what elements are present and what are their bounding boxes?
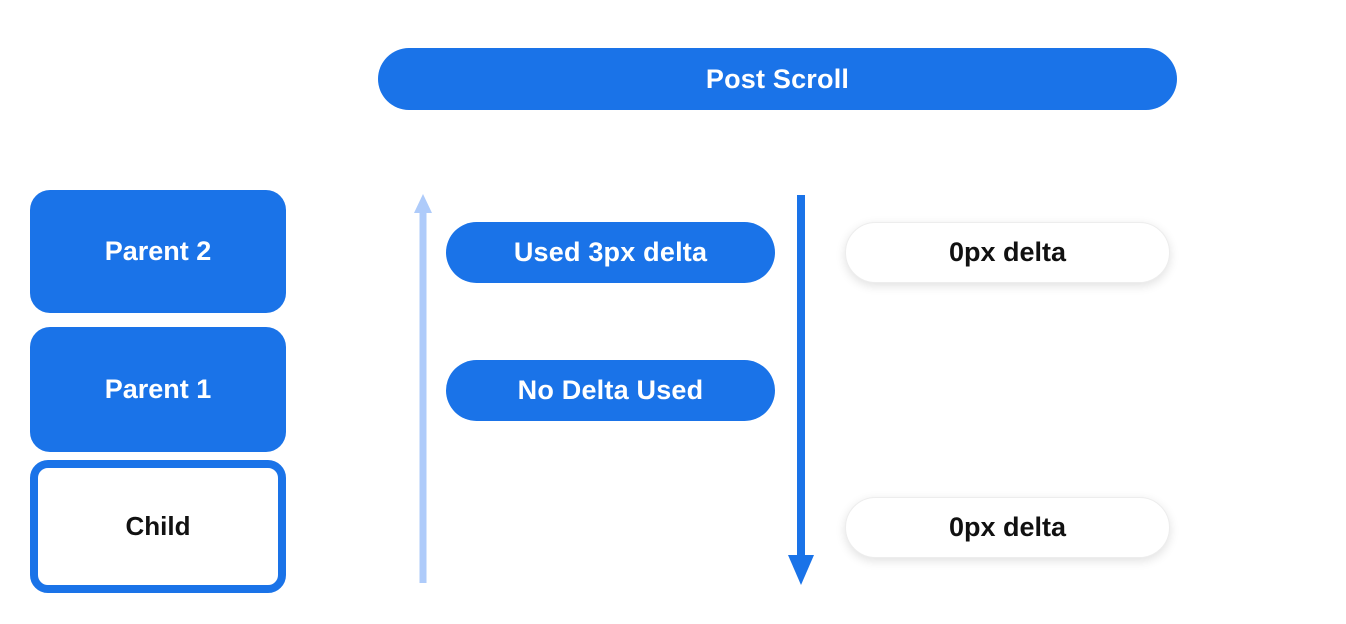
parent-1-label: Parent 1 [104,374,212,404]
parent-2-label: Parent 2 [104,236,212,266]
post-scroll-banner-label: Post Scroll [705,63,850,94]
used-delta-label: Used 3px delta [513,237,708,267]
parent-2-box: Parent 2 [30,190,286,313]
parent-1-box: Parent 1 [30,327,286,452]
child-box: Child [30,460,286,593]
top-zero-delta-label: 0px delta [948,237,1067,267]
child-label: Child [125,511,191,541]
scroll-up-arrow-icon [414,194,432,583]
top-zero-delta-pill: 0px delta [845,222,1170,283]
no-delta-label: No Delta Used [517,375,704,405]
used-delta-pill: Used 3px delta [446,222,775,283]
post-scroll-banner: Post Scroll [378,48,1177,110]
scroll-down-arrow-icon [788,195,814,585]
bottom-zero-delta-pill: 0px delta [845,497,1170,558]
bottom-zero-delta-label: 0px delta [948,512,1067,542]
no-delta-pill: No Delta Used [446,360,775,421]
